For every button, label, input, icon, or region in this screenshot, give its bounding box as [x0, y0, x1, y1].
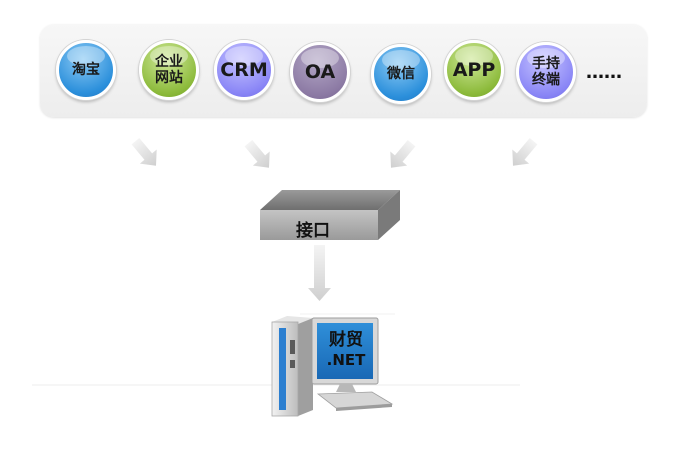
system-bubble-handheld: 手持 终端 — [516, 42, 576, 102]
system-label: CRM — [220, 59, 268, 81]
system-label: 手持 终端 — [532, 56, 560, 88]
more-ellipsis: …… — [586, 62, 622, 83]
interface-box — [260, 190, 400, 240]
system-label: 企业 网站 — [155, 54, 183, 86]
arrow-1 — [131, 137, 157, 166]
screen-line-2: .NET — [326, 351, 366, 369]
system-bubble-wechat: 微信 — [371, 44, 431, 104]
interface-label: 接口 — [296, 221, 330, 241]
system-bubble-website: 企业 网站 — [139, 40, 199, 100]
arrow-3 — [390, 139, 416, 168]
arrow-4 — [512, 137, 538, 166]
system-bubble-taobao: 淘宝 — [56, 40, 116, 100]
computer-screen-label: 财贸 .NET — [318, 330, 374, 370]
arrow-2 — [244, 139, 270, 168]
system-label: 淘宝 — [72, 62, 100, 78]
system-bubble-crm: CRM — [214, 40, 274, 100]
screen-line-1: 财贸 — [329, 330, 363, 350]
system-label: APP — [452, 59, 496, 81]
computer-icon — [271, 316, 394, 417]
system-bubble-oa: OA — [290, 42, 350, 102]
down-arrow — [308, 245, 331, 301]
system-label: 微信 — [387, 66, 415, 82]
system-bubble-app: APP — [444, 40, 504, 100]
system-label: OA — [304, 61, 336, 83]
